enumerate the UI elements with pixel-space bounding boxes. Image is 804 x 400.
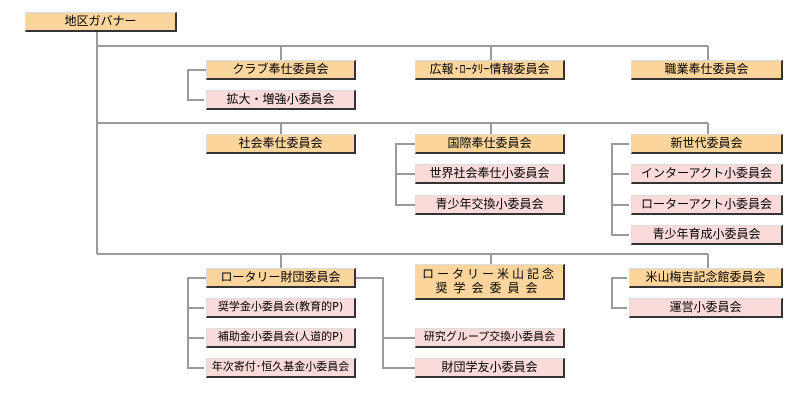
rotaract-subcommittee-box: ローターアクト小委員会 (631, 195, 783, 215)
youth-exchange-subcommittee-box: 青少年交換小委員会 (415, 195, 565, 215)
youth-development-subcommittee-box: 青少年育成小委員会 (631, 225, 783, 245)
expansion-membership-subcommittee-box: 拡大・増強小委員会 (206, 90, 356, 110)
club-service-committee-box: クラブ奉仕委員会 (206, 60, 356, 80)
international-service-committee-box: 国際奉仕委員会 (415, 134, 565, 154)
yoneyama-scholarship-committee-box: ロータリー米山記念 奨学会委員会 (415, 264, 565, 300)
yoneyama-line-2: 奨学会委員会 (435, 280, 544, 295)
community-service-committee-box: 社会奉仕委員会 (206, 134, 356, 154)
foundation-alumni-subcommittee-box: 財団学友小委員会 (415, 358, 565, 378)
world-community-service-subcommittee-box: 世界社会奉仕小委員会 (415, 164, 565, 184)
public-relations-committee-box: 広報･ﾛｰﾀﾘｰ情報委員会 (415, 60, 565, 80)
rotary-foundation-committee-box: ロータリー財団委員会 (206, 268, 356, 288)
vocational-service-committee-box: 職業奉仕委員会 (631, 60, 783, 80)
group-study-exchange-subcommittee-box: 研究グループ交換小委員会 (415, 328, 565, 348)
scholarship-subcommittee-box: 奨学金小委員会(教育的P) (206, 298, 356, 318)
interact-subcommittee-box: インターアクト小委員会 (631, 164, 783, 184)
yoneyama-memorial-hall-committee-box: 米山梅吉記念館委員会 (629, 268, 783, 288)
new-generations-committee-box: 新世代委員会 (631, 134, 783, 154)
annual-giving-subcommittee-box: 年次寄付･恒久基金小委員会 (206, 358, 356, 378)
district-governor-box: 地区ガバナー (25, 12, 177, 32)
grants-subcommittee-box: 補助金小委員会(人道的P) (206, 328, 356, 348)
management-subcommittee-box: 運営小委員会 (629, 298, 783, 318)
yoneyama-line-1: ロータリー米山記念 (421, 266, 557, 281)
